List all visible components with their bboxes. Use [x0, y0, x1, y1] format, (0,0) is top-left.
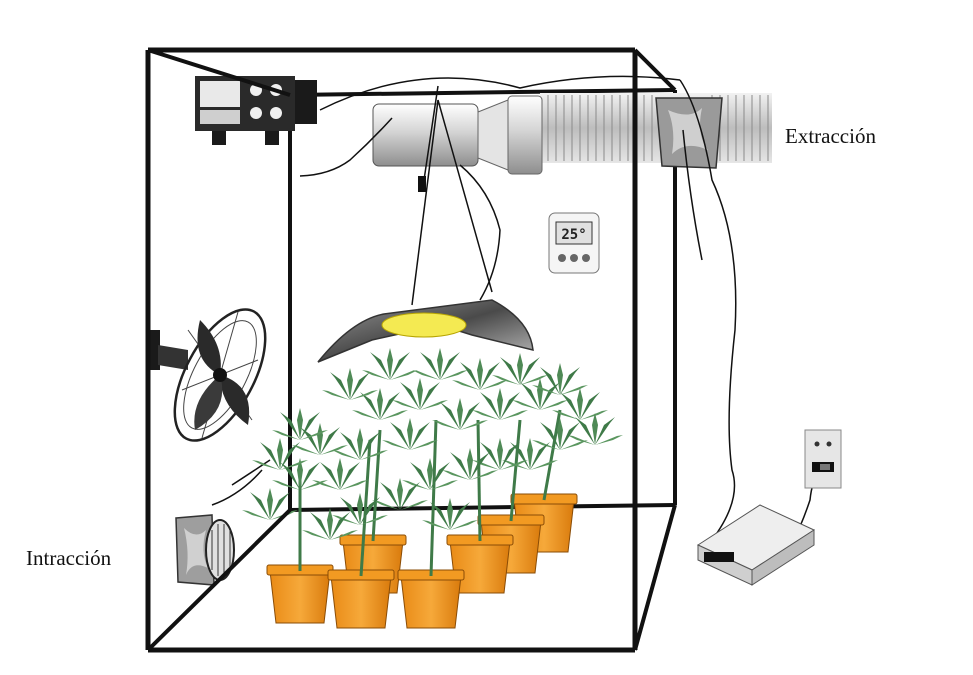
exhaust-label: Extracción — [785, 124, 876, 148]
plant-pots — [266, 493, 578, 629]
oscillating-fan — [148, 308, 267, 442]
timer-controller — [195, 76, 317, 145]
light-ballast — [696, 504, 816, 586]
inline-exhaust-fan — [372, 95, 543, 175]
wall-socket — [804, 429, 842, 489]
plant-stems — [298, 409, 562, 577]
intake-fan — [175, 514, 235, 586]
thermometer — [548, 212, 600, 274]
intake-label: Intracción — [26, 546, 112, 570]
exhaust-filter-sleeve — [655, 97, 723, 169]
grow-light — [317, 99, 534, 363]
tent-frame-front — [145, 47, 677, 653]
thermometer-display: 25° — [561, 227, 586, 243]
